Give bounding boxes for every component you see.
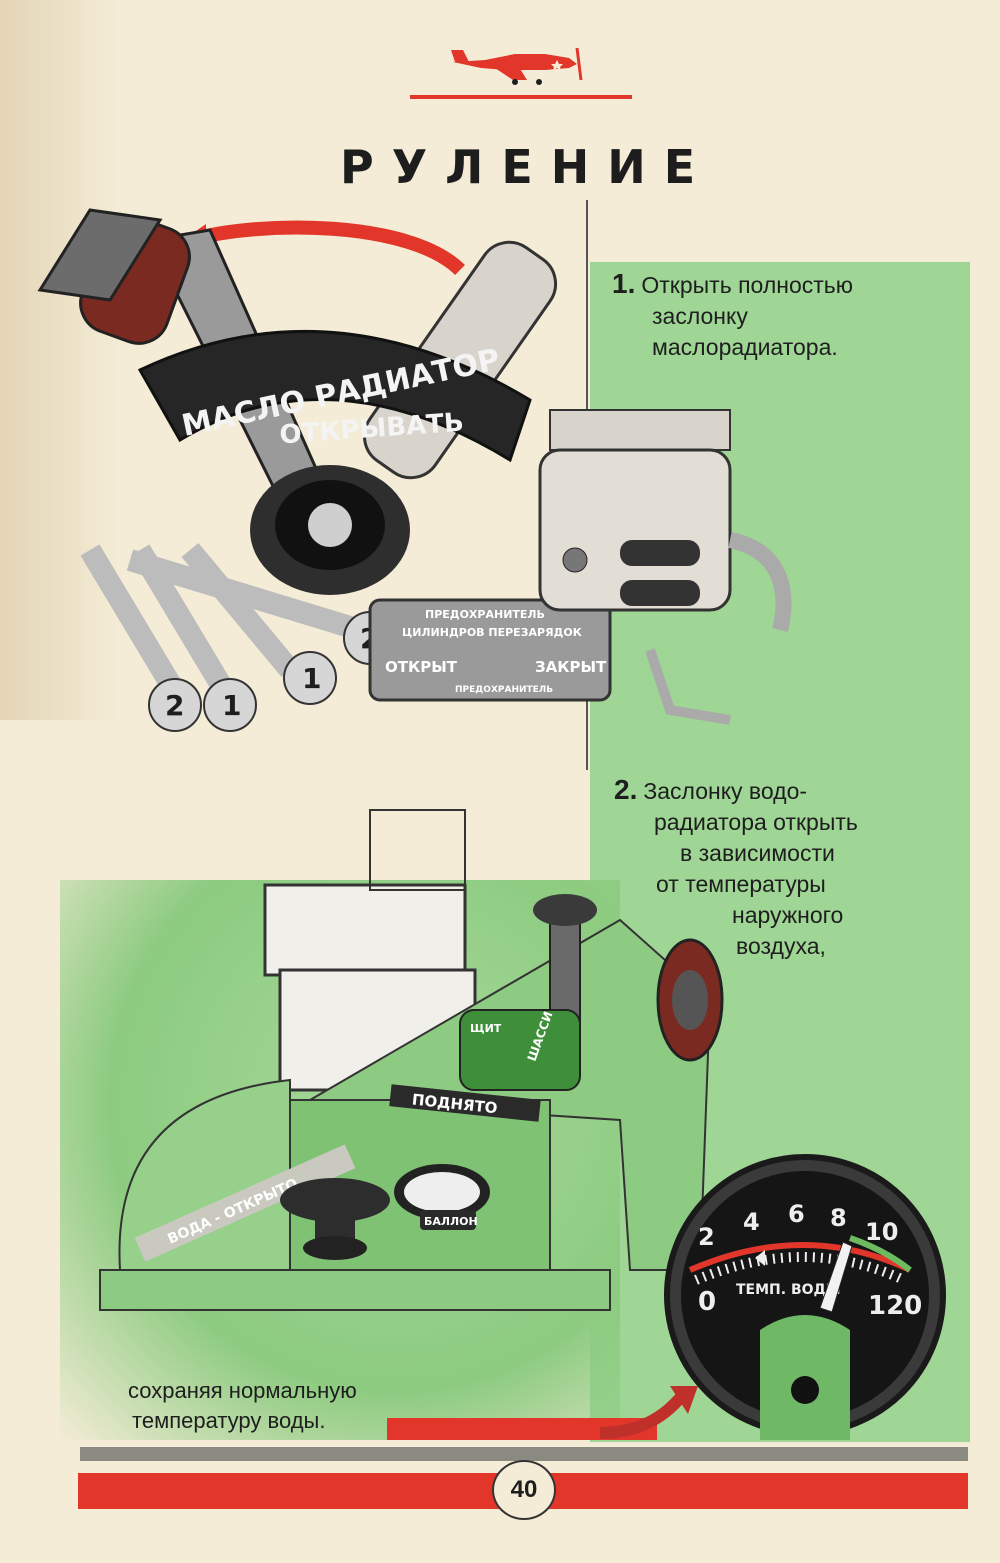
footer-gray-stripe bbox=[80, 1447, 968, 1461]
gauge-tick-4: 4 bbox=[743, 1208, 760, 1236]
gauge-min: 0 bbox=[698, 1287, 716, 1317]
step-1-number: 1. bbox=[612, 268, 636, 299]
fuse-small-label: ПРЕДОХРАНИТЕЛЬ bbox=[455, 685, 553, 695]
step-2-number: 2. bbox=[614, 774, 638, 805]
oil-radiator-lever-illustration: МАСЛО РАДИАТОР ОТКРЫВАТЬ 2 1 1 2 ПРЕДОХР… bbox=[37, 208, 612, 732]
step-2: 2.Заслонку водо- радиатора открыть в зав… bbox=[614, 774, 934, 962]
paper-stain bbox=[0, 0, 120, 720]
step-2-line-3: в зависимости bbox=[680, 840, 835, 866]
water-temperature-gauge: 2 4 6 8 10 0 120 ТЕМП. ВОДЫ bbox=[664, 1154, 946, 1440]
gauge-label: ТЕМП. ВОДЫ bbox=[736, 1282, 841, 1298]
fuse-title-2: ЦИЛИНДРОВ ПЕРЕЗАРЯДОК bbox=[402, 626, 582, 639]
lever-label-1a: 1 bbox=[222, 689, 241, 722]
step-2-line-5: наружного bbox=[732, 902, 844, 928]
step-2-line-6: воздуха, bbox=[736, 933, 826, 959]
gauge-tick-2: 2 bbox=[698, 1223, 715, 1251]
step-1-line-2: заслонку bbox=[652, 303, 748, 329]
fuse-closed-label: ЗАКРЫТ bbox=[535, 658, 607, 676]
step-1: 1.Открыть полностью заслонку маслорадиат… bbox=[612, 268, 942, 363]
gauge-max: 120 bbox=[868, 1291, 922, 1321]
pointer-bar bbox=[387, 1418, 657, 1440]
gauge-tick-6: 6 bbox=[788, 1200, 805, 1228]
airplane-icon bbox=[451, 47, 583, 85]
balloon-label: БАЛЛОН bbox=[424, 1215, 478, 1228]
gauge-tick-10: 10 bbox=[865, 1218, 898, 1246]
step-2-line-1: Заслонку водо- bbox=[643, 778, 808, 804]
pointer-arrow-icon bbox=[599, 1386, 698, 1439]
step-2-line-2: радиатора открыть bbox=[654, 809, 858, 835]
page-number: 40 bbox=[492, 1460, 556, 1520]
gauge-tick-8: 8 bbox=[830, 1204, 847, 1232]
bottom-note: сохраняя нормальную температуру воды. bbox=[128, 1376, 357, 1436]
switch-box-illustration bbox=[538, 409, 792, 725]
step-1-line-1: Открыть полностью bbox=[641, 272, 853, 298]
header-rule bbox=[410, 95, 632, 99]
lever-label-2a: 2 bbox=[165, 689, 184, 722]
bottom-note-line-1: сохраняя нормальную bbox=[128, 1378, 357, 1403]
bottom-note-line-2: температуру воды. bbox=[132, 1408, 326, 1433]
fuse-title-1: ПРЕДОХРАНИТЕЛЬ bbox=[425, 608, 545, 621]
page-title: РУЛЕНИЕ bbox=[340, 140, 714, 194]
step-2-line-4: от температуры bbox=[656, 871, 826, 897]
step-1-line-3: маслорадиатора. bbox=[652, 334, 838, 360]
shield-label: ЩИТ bbox=[470, 1022, 502, 1035]
fuse-open-label: ОТКРЫТ bbox=[385, 658, 458, 676]
cockpit-panel-illustration: ШАССИ ЩИТ ПОДНЯТО ВОДА - ОТКРЫТО БАЛЛОН bbox=[99, 809, 724, 1311]
lever-label-1b: 1 bbox=[302, 662, 321, 695]
